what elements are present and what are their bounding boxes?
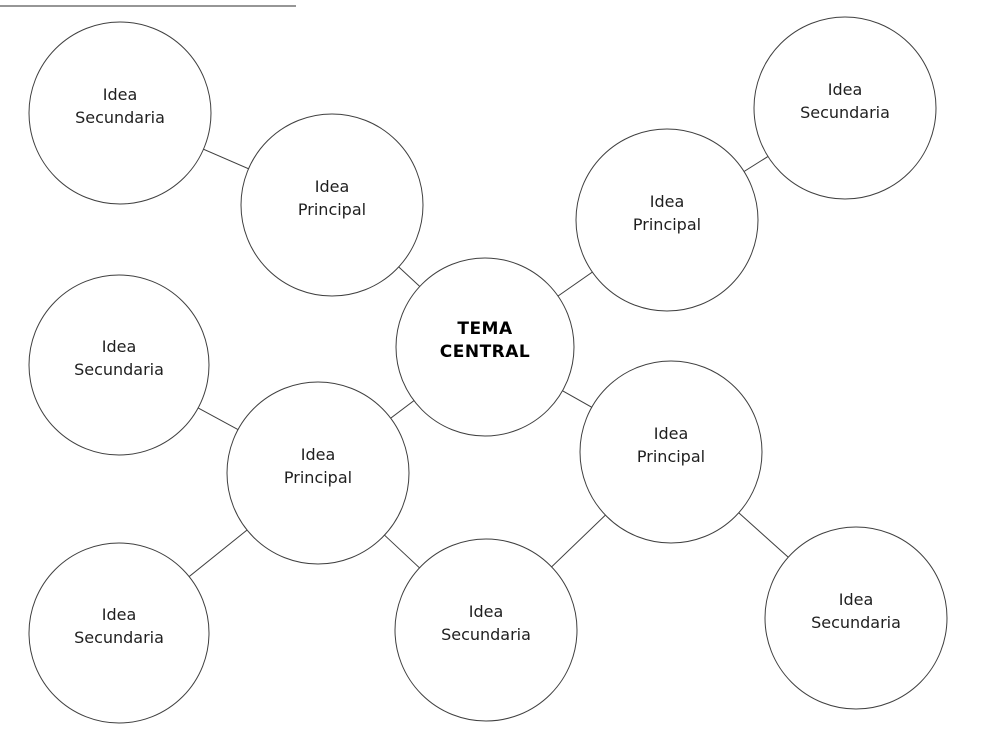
node-circle-sec-br bbox=[764, 526, 948, 710]
node-circle-central bbox=[395, 257, 575, 437]
node-circle-pri-bl bbox=[226, 381, 410, 565]
node-circle-sec-ml bbox=[28, 274, 210, 456]
node-circle-sec-bl bbox=[28, 542, 210, 724]
node-circle-pri-tr bbox=[575, 128, 759, 312]
node-circle-sec-bc bbox=[394, 538, 578, 722]
node-circle-sec-tl bbox=[28, 21, 212, 205]
node-circle-pri-mr bbox=[579, 360, 763, 544]
node-circle-sec-tr bbox=[753, 16, 937, 200]
node-circle-pri-tl bbox=[240, 113, 424, 297]
